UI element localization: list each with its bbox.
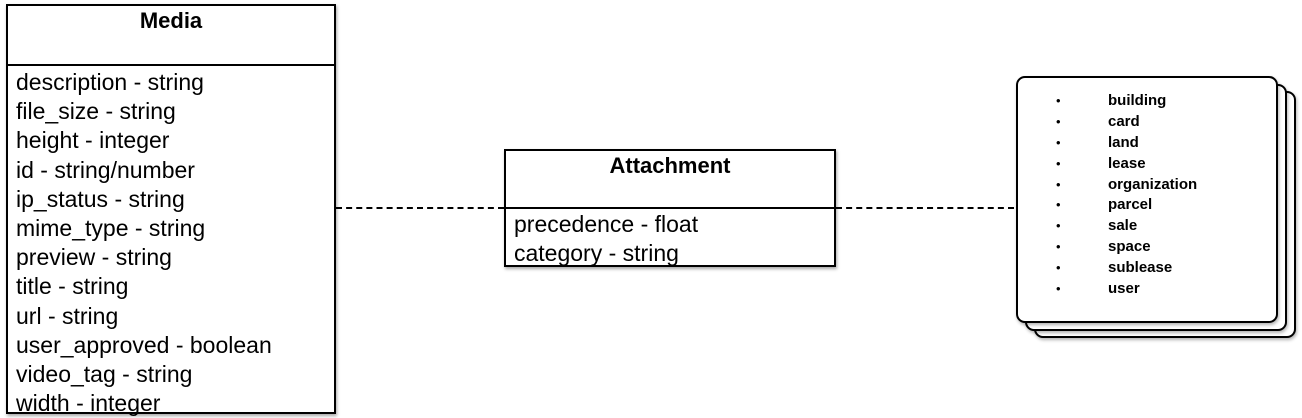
attachable-type-item: • user <box>1016 278 1278 299</box>
attachable-type-label: building <box>1108 92 1167 109</box>
attachment-attribute: category - string <box>514 240 679 266</box>
attachable-types-list: • building • card • land • lease • organizati… <box>1016 90 1278 299</box>
media-attribute-list: description - string file_size - string … <box>8 66 334 418</box>
media-attribute: height - integer <box>16 127 170 154</box>
bullet-icon: • <box>1056 134 1061 150</box>
attachment-class-box: Attachment precedence - float category -… <box>504 149 836 267</box>
media-class-box: Media description - string file_size - s… <box>6 4 336 416</box>
attachable-type-item: • lease <box>1016 153 1278 174</box>
media-class-title: Media <box>8 6 334 66</box>
connector-attachment-types <box>836 207 1014 209</box>
media-attribute: video_tag - string <box>16 360 193 387</box>
attachment-attribute-list: precedence - float category - string <box>506 209 834 268</box>
media-attribute: preview - string <box>16 244 172 271</box>
attachable-type-item: • sublease <box>1016 257 1278 278</box>
attachment-class-title: Attachment <box>506 151 834 209</box>
bullet-icon: • <box>1056 218 1061 234</box>
media-attribute: title - string <box>16 273 129 300</box>
attachable-type-label: space <box>1108 238 1151 256</box>
attachable-type-item: • building <box>1016 90 1278 111</box>
attachable-types-card <box>1016 76 1278 323</box>
attachable-type-item: • land <box>1016 132 1278 153</box>
attachable-type-item: • organization <box>1016 174 1278 195</box>
attachable-type-label: parcel <box>1108 196 1153 214</box>
media-attribute: description - string <box>16 69 204 95</box>
media-attribute: user_approved - boolean <box>16 331 272 358</box>
attachable-type-item: • space <box>1016 236 1278 257</box>
attachment-attribute: precedence - float <box>514 211 699 237</box>
media-attribute: url - string <box>16 302 119 329</box>
bullet-icon: • <box>1056 281 1061 297</box>
bullet-icon: • <box>1056 260 1061 276</box>
attachable-type-item: • card <box>1016 111 1278 132</box>
media-attribute: file_size - string <box>16 98 176 125</box>
media-attribute: id - string/number <box>16 156 195 183</box>
bullet-icon: • <box>1056 93 1061 108</box>
bullet-icon: • <box>1056 113 1061 129</box>
bullet-icon: • <box>1056 155 1061 171</box>
attachable-type-item: • parcel <box>1016 194 1278 215</box>
media-attribute: ip_status - string <box>16 185 185 212</box>
attachable-type-item: • sale <box>1016 215 1278 236</box>
attachable-type-label: lease <box>1108 154 1146 172</box>
attachable-type-label: sale <box>1108 217 1138 235</box>
attachable-type-label: user <box>1108 280 1140 298</box>
attachable-type-label: card <box>1108 112 1140 130</box>
bullet-icon: • <box>1056 239 1061 255</box>
media-attribute: mime_type - string <box>16 214 206 241</box>
attachable-type-label: land <box>1108 133 1139 151</box>
attachable-type-label: sublease <box>1108 259 1173 277</box>
connector-media-attachment <box>336 207 504 209</box>
bullet-icon: • <box>1056 176 1061 192</box>
bullet-icon: • <box>1056 197 1061 213</box>
media-attribute: width - integer <box>16 390 161 417</box>
attachable-type-label: organization <box>1108 175 1198 193</box>
